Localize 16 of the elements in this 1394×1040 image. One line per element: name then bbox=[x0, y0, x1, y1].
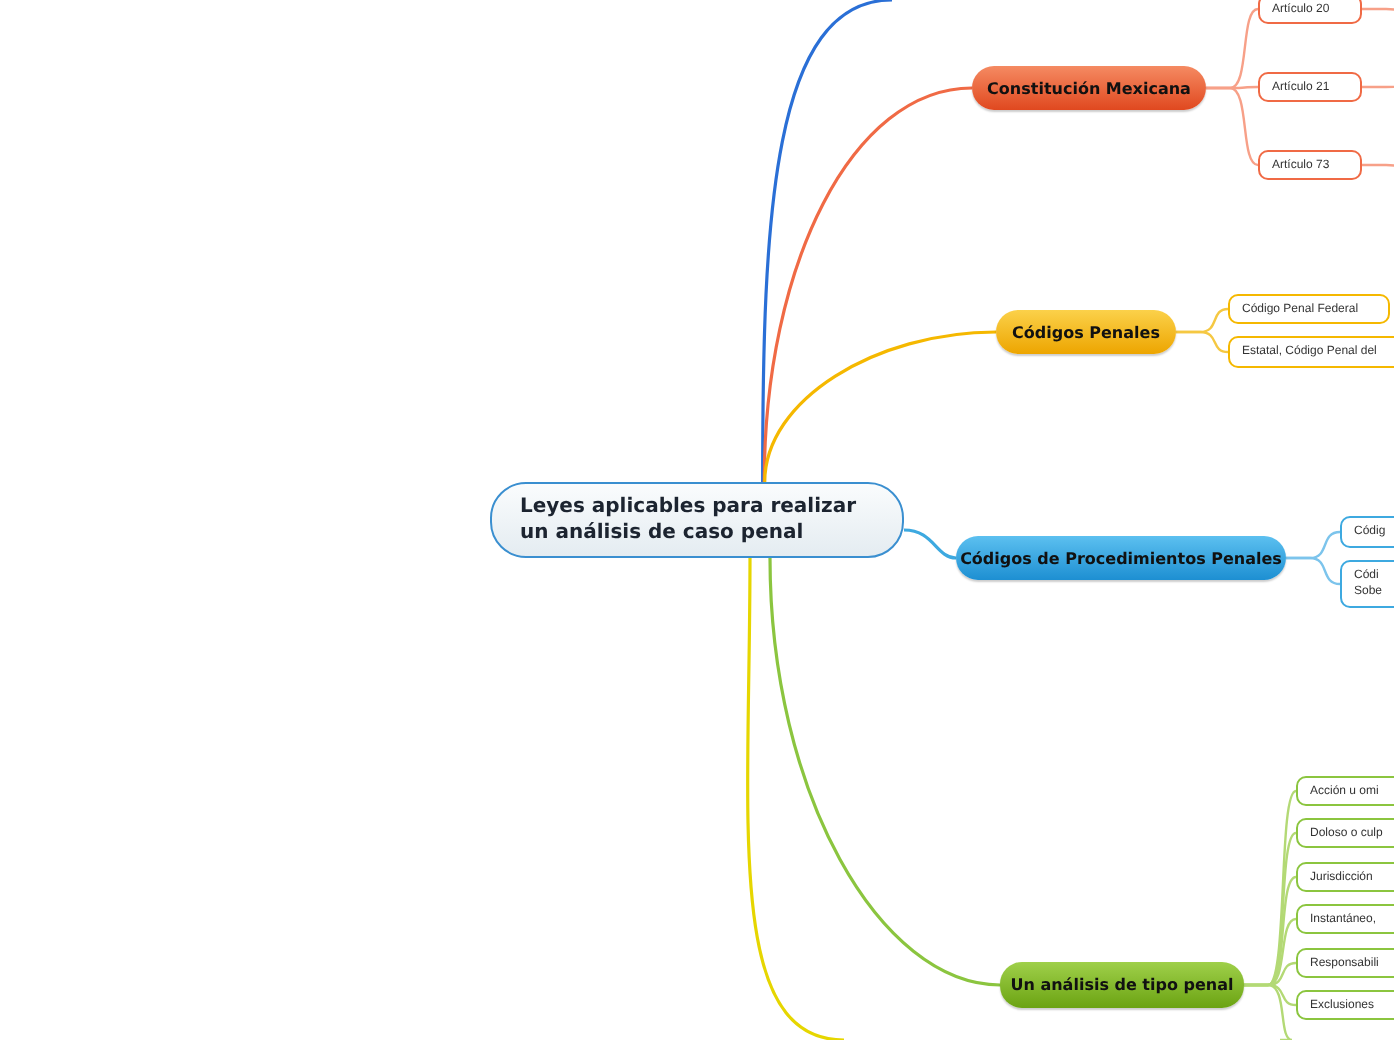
connector-line bbox=[1362, 84, 1394, 89]
central-topic: Leyes aplicables para realizar un análisis de caso penal bbox=[490, 482, 904, 558]
connector-line bbox=[903, 528, 957, 560]
connector-line bbox=[768, 557, 1001, 987]
connector-line bbox=[761, 0, 893, 482]
connector-line bbox=[1206, 86, 1259, 167]
connector-line bbox=[1244, 983, 1294, 1040]
main-topic: Códigos de Procedimientos Penales bbox=[956, 536, 1286, 580]
connector-line bbox=[1176, 330, 1229, 354]
connector-line bbox=[763, 330, 997, 483]
main-topic: Un análisis de tipo penal bbox=[1000, 962, 1244, 1008]
main-topic: Constitución Mexicana bbox=[972, 66, 1206, 110]
main-topic: Códigos Penales bbox=[996, 310, 1176, 354]
connector-line bbox=[746, 558, 845, 1040]
connector-line bbox=[1362, 163, 1394, 172]
connector-line bbox=[1286, 556, 1341, 586]
